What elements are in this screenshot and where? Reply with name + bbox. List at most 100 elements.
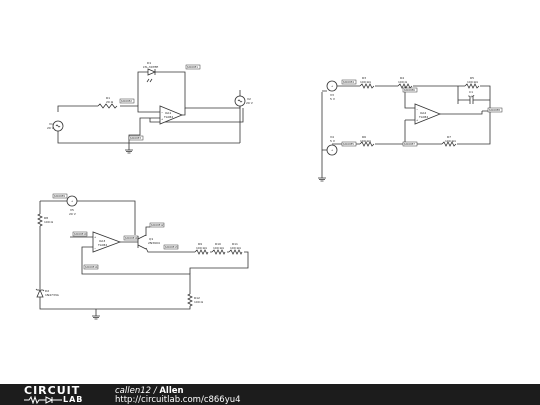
d2-part: 1N4733A <box>45 293 60 297</box>
oa2-name: OA2 <box>420 111 426 115</box>
logo-text: CIRCUIT <box>24 384 81 397</box>
footer-bar: CIRCUIT LAB callen12 / Allen http://circ… <box>0 384 540 405</box>
svg-text:+: + <box>416 118 418 122</box>
svg-text:$NODE8: $NODE8 <box>489 108 500 112</box>
svg-text:$NODE7: $NODE7 <box>404 142 415 146</box>
svg-text:+: + <box>94 235 96 239</box>
r12-value: 100 Ω <box>194 300 204 304</box>
svg-text:$NODE3: $NODE3 <box>130 136 141 140</box>
r4-name: R4 <box>400 76 404 80</box>
svg-text:+: + <box>331 84 333 88</box>
led-d1[interactable] <box>146 68 157 83</box>
opamp-oa3[interactable]: + − <box>92 231 122 253</box>
svg-text:$NODE9: $NODE9 <box>54 194 65 198</box>
node-tag-node9: $NODE9 <box>52 193 68 199</box>
v5-value: 20 V <box>69 212 77 216</box>
q1-name: Q1 <box>149 237 153 241</box>
project-url[interactable]: http://circuitlab.com/c866yu4 <box>115 395 241 405</box>
v3-name: V3 <box>330 93 334 97</box>
author-link[interactable]: callen12 <box>115 386 152 396</box>
r3-value: 100 kΩ <box>360 80 371 84</box>
node-tag-node4: $NODE4 <box>341 79 357 85</box>
logo-wave-icon <box>24 395 62 404</box>
oa1-part: TL082 <box>163 115 173 119</box>
d2-name: D2 <box>45 289 49 293</box>
v4-name: V4 <box>330 135 334 139</box>
svg-text:$NODE5: $NODE5 <box>343 142 354 146</box>
svg-text:+: + <box>161 117 163 121</box>
capacitor-c1[interactable] <box>469 96 474 104</box>
svg-text:$NODE12: $NODE12 <box>151 223 164 227</box>
resistor-r4[interactable] <box>397 83 413 89</box>
r9-name: R9 <box>198 242 202 246</box>
r7-name: R7 <box>447 135 451 139</box>
svg-text:$NODE2: $NODE2 <box>121 99 132 103</box>
voltage-source-v4[interactable]: + <box>326 144 338 156</box>
svg-text:$NODE11: $NODE11 <box>125 236 138 240</box>
node-tag-node8: $NODE8 <box>487 107 503 113</box>
v2-value: 20 V <box>246 101 254 105</box>
voltage-source-v3[interactable]: + <box>326 80 338 92</box>
opamp-oa2[interactable]: − + <box>414 103 442 125</box>
zener-diode-d2[interactable] <box>35 288 45 298</box>
resistor-r12[interactable] <box>187 293 193 307</box>
r1-value: 20 Ω <box>106 100 114 104</box>
svg-text:+: + <box>331 148 333 152</box>
resistor-r6[interactable] <box>359 141 375 147</box>
node-tag-node1: $NODE1 <box>185 64 201 70</box>
q1-part: 2N3904 <box>148 241 160 245</box>
svg-text:+: + <box>71 199 73 203</box>
svg-text:$NODE13: $NODE13 <box>165 245 178 249</box>
oa3-name: OA3 <box>99 239 105 243</box>
r5-value: 100 kΩ <box>467 80 478 84</box>
r5-name: R5 <box>470 76 474 80</box>
oa3-part: TL082 <box>97 243 107 247</box>
node-tag-node14: $NODE14 <box>83 264 99 270</box>
circuit-1: V1 20 V R1 20 Ω $NODE2 D1 LTL-307EE $NOD… <box>47 61 254 154</box>
project-title[interactable]: Allen <box>159 386 184 396</box>
c1-value: 1 µF <box>468 94 475 98</box>
v2-name: V2 <box>247 97 251 101</box>
r6-value: 100 kΩ <box>360 139 371 143</box>
author-line: callen12 / Allen <box>115 386 184 396</box>
node-tag-node10: $NODE10 <box>72 231 88 237</box>
resistor-r9[interactable] <box>194 249 209 255</box>
node-tag-node3: $NODE3 <box>128 135 144 141</box>
node-tag-node5: $NODE5 <box>341 141 357 147</box>
separator: / <box>153 386 157 396</box>
resistor-r5[interactable] <box>464 83 480 89</box>
ground-symbol <box>125 149 133 154</box>
node-tag-node11: $NODE11 <box>123 235 139 241</box>
ground-symbol-3 <box>92 315 100 320</box>
svg-text:−: − <box>416 108 418 111</box>
d1-name: D1 <box>147 61 151 65</box>
r9-value: 100 kΩ <box>196 246 207 250</box>
resistor-r7[interactable] <box>441 141 457 147</box>
circuitlab-logo[interactable]: CIRCUIT LAB <box>24 385 94 404</box>
logo-sub-text: LAB <box>63 395 84 404</box>
resistor-r3[interactable] <box>359 83 375 89</box>
r6-name: R6 <box>362 135 366 139</box>
r3-name: R3 <box>362 76 366 80</box>
svg-text:$NODE6: $NODE6 <box>404 88 415 92</box>
resistor-r10[interactable] <box>211 249 226 255</box>
svg-text:−: − <box>94 247 96 250</box>
svg-text:$NODE10: $NODE10 <box>74 232 87 236</box>
ground-symbol-2 <box>318 177 326 182</box>
node-tag-node12: $NODE12 <box>149 222 165 228</box>
resistor-r11[interactable] <box>228 249 243 255</box>
voltage-source-v5[interactable]: + <box>66 195 78 207</box>
circuit-2: + V3 5 V + V4 5 V $NODE4 $NODE5 $NODE6 $… <box>318 76 503 182</box>
voltage-source-v2[interactable] <box>234 95 246 107</box>
r11-name: R11 <box>232 242 238 246</box>
resistor-r8[interactable] <box>37 213 43 227</box>
r7-value: 100 kΩ <box>445 139 456 143</box>
resistor-r1[interactable] <box>97 103 118 109</box>
node-tag-node7: $NODE7 <box>402 141 418 147</box>
r8-value: 100 Ω <box>44 220 54 224</box>
r4-value: 100 Ω <box>398 80 408 84</box>
transistor-q1[interactable] <box>137 234 147 250</box>
voltage-source-v1[interactable] <box>52 120 64 132</box>
d1-part: LTL-307EE <box>143 65 158 69</box>
opamp-oa1[interactable]: − + <box>159 105 184 125</box>
